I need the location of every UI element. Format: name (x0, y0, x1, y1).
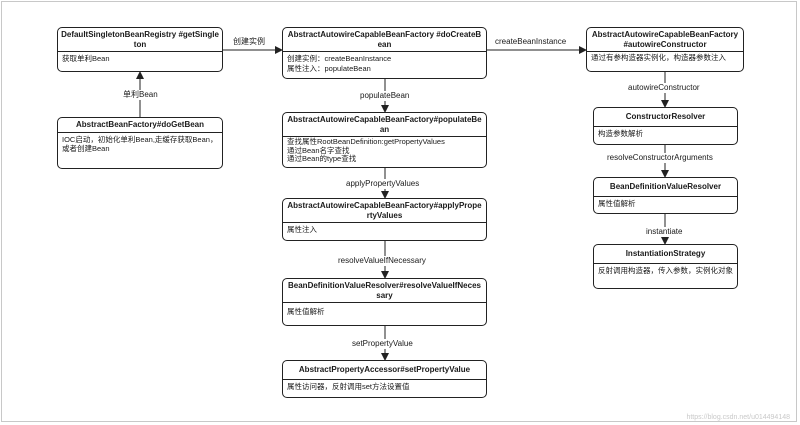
node-body: 属性值解析 (283, 303, 486, 319)
node-apply-property-values: AbstractAutowireCapableBeanFactory#apply… (282, 198, 487, 241)
edge-label-instantiate: instantiate (644, 227, 685, 237)
node-resolve-value-if-necessary: BeanDefinitionValueResolver#resolveValue… (282, 278, 487, 326)
node-line: 查找属性RootBeanDefinition:getPropertyValues (287, 137, 445, 146)
node-line: 属性访问器，反射调用set方法设置值 (287, 381, 410, 391)
node-body: 获取单利Bean (58, 52, 222, 66)
edge-label-set-property-value: setPropertyValue (350, 339, 415, 349)
edge-label-autowire-constructor: autowireConstructor (626, 83, 702, 93)
node-body: 通过有参构造器实例化，构造器参数注入 (587, 52, 743, 65)
node-title: ConstructorResolver (594, 108, 737, 127)
node-constructor-resolver: ConstructorResolver 构造参数解析 (593, 107, 738, 145)
node-line: 通过有参构造器实例化，构造器参数注入 (591, 53, 726, 62)
node-line: 通过Bean名字查找 (287, 145, 350, 155)
node-title: AbstractAutowireCapableBeanFactory#apply… (283, 199, 486, 223)
node-body: 属性访问器，反射调用set方法设置值 (283, 380, 486, 394)
node-line: 通过Bean的type查找 (287, 154, 357, 163)
node-body: 构造参数解析 (594, 127, 737, 141)
node-autowire-constructor: AbstractAutowireCapableBeanFactory#autow… (586, 27, 744, 72)
node-body: 创建实例：createBeanInstance 属性注入：populateBea… (283, 52, 486, 75)
node-title: AbstractBeanFactory#doGetBean (58, 118, 222, 133)
node-line: 属性值解析 (598, 198, 636, 208)
node-body: 属性值解析 (594, 197, 737, 211)
edge-label-populate-bean: populateBean (358, 91, 412, 101)
node-default-singleton-bean-registry: DefaultSingletonBeanRegistry #getSinglet… (57, 27, 223, 72)
node-title: AbstractAutowireCapableBeanFactory#autow… (587, 28, 743, 52)
node-line: 属性注入 (287, 225, 317, 234)
node-line: 构造参数解析 (598, 128, 643, 138)
edge-label-singleton-bean: 单利Bean (121, 90, 160, 100)
node-line: IOC启动，初始化单利Bean,走缓存获取Bean，或者创建Bean (62, 134, 218, 154)
node-title: BeanDefinitionValueResolver (594, 178, 737, 197)
node-line: 属性值解析 (287, 307, 325, 316)
node-title: InstantiationStrategy (594, 245, 737, 264)
watermark: https://blog.csdn.net/u014494148 (686, 414, 790, 421)
node-populate-bean: AbstractAutowireCapableBeanFactory#popul… (282, 112, 487, 168)
edge-label-resolve-constructor-arguments: resolveConstructorArguments (605, 153, 715, 163)
node-title: BeanDefinitionValueResolver#resolveValue… (283, 279, 486, 303)
node-body: 属性注入 (283, 223, 486, 237)
node-abstract-bean-factory-do-get-bean: AbstractBeanFactory#doGetBean IOC启动，初始化单… (57, 117, 223, 169)
edge-label-apply-property-values: applyPropertyValues (344, 179, 422, 189)
node-title: AbstractAutowireCapableBeanFactory#popul… (283, 113, 486, 137)
node-body: 查找属性RootBeanDefinition:getPropertyValues… (283, 137, 486, 166)
node-title: DefaultSingletonBeanRegistry #getSinglet… (58, 28, 222, 52)
node-bean-definition-value-resolver: BeanDefinitionValueResolver 属性值解析 (593, 177, 738, 214)
node-line: 获取单利Bean (62, 54, 110, 63)
node-body: IOC启动，初始化单利Bean,走缓存获取Bean，或者创建Bean (58, 133, 222, 156)
node-line: 反射调用构造器，传入参数，实例化对象 (598, 265, 733, 275)
node-line: 属性注入：populateBean (287, 63, 371, 73)
node-set-property-value: AbstractPropertyAccessor#setPropertyValu… (282, 360, 487, 398)
node-do-create-bean: AbstractAutowireCapableBeanFactory #doCr… (282, 27, 487, 79)
node-body: 反射调用构造器，传入参数，实例化对象 (594, 264, 737, 278)
edge-label-create-instance: 创建实例 (231, 37, 267, 47)
edge-label-resolve-value-if-necessary: resolveValueIfNecessary (336, 256, 428, 266)
node-title: AbstractAutowireCapableBeanFactory #doCr… (283, 28, 486, 52)
node-line: 创建实例：createBeanInstance (287, 54, 392, 63)
node-instantiation-strategy: InstantiationStrategy 反射调用构造器，传入参数，实例化对象 (593, 244, 738, 289)
node-title: AbstractPropertyAccessor#setPropertyValu… (283, 361, 486, 380)
edge-label-create-bean-instance: createBeanInstance (493, 37, 569, 47)
